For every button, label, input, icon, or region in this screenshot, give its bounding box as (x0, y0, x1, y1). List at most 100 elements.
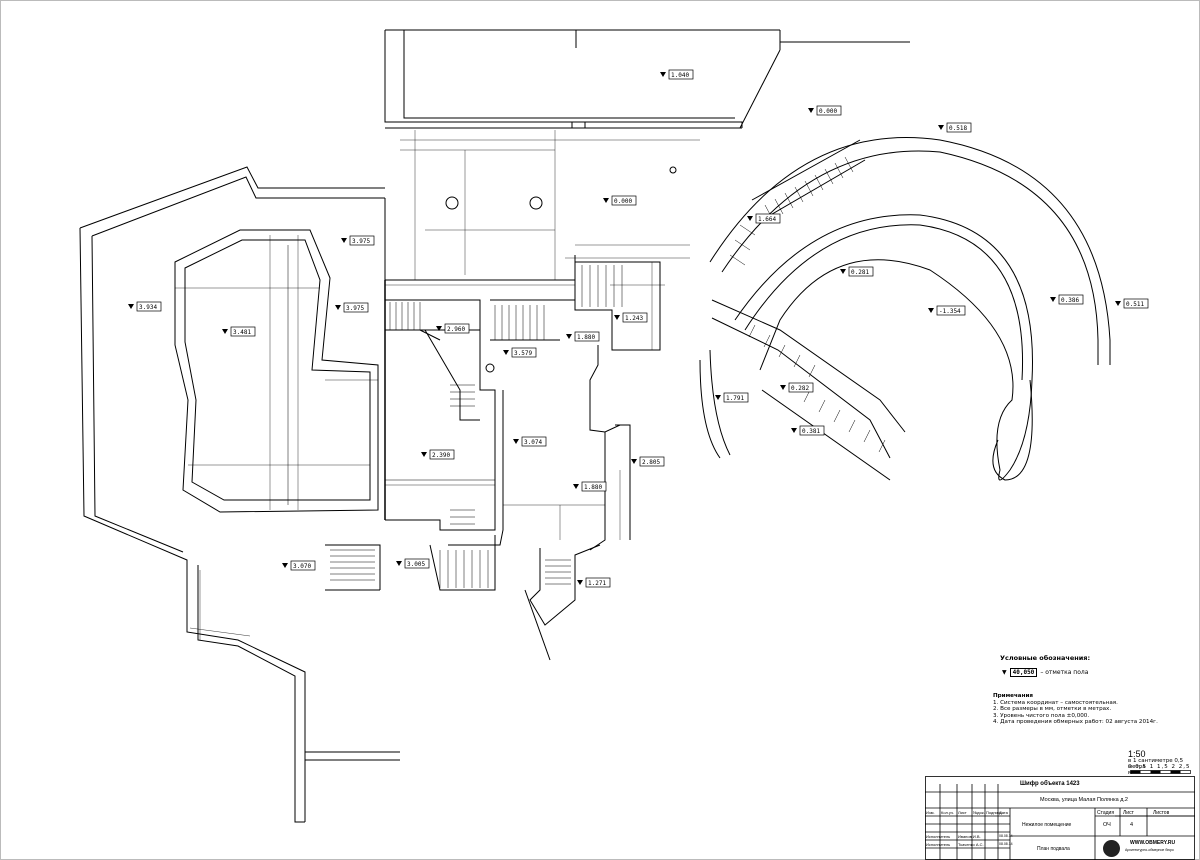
level-triangle-icon (631, 459, 637, 464)
scale-ratio: 1:50 (1128, 749, 1146, 759)
level-triangle-icon (715, 395, 721, 400)
role-2: Исполнитель (926, 842, 951, 847)
person-2: Ткаченко А.С. (958, 842, 984, 847)
level-triangle-icon (282, 563, 288, 568)
level-triangle-icon: ▼ (1002, 669, 1007, 676)
level-value: 3.005 (407, 561, 425, 568)
level-marker: 3.579 (503, 347, 537, 358)
level-value: 1.880 (577, 334, 595, 341)
level-marker: 1.040 (660, 69, 694, 80)
level-value: 2.805 (642, 459, 660, 466)
level-value: 0.518 (949, 125, 967, 132)
level-value: 0.381 (802, 428, 820, 435)
level-marker: 1.791 (715, 392, 749, 403)
inner-arc (734, 214, 1033, 481)
outer-wall-left (79, 166, 400, 823)
level-marker: 1.243 (614, 312, 648, 323)
level-triangle-icon (577, 580, 583, 585)
level-marker: 3.975 (341, 235, 375, 246)
level-marker: 3.975 (335, 302, 369, 313)
scale-ticks: 0 0,5 1 1,5 2 2,5 м (1128, 764, 1191, 776)
level-marker: 1.880 (573, 481, 607, 492)
level-value: 0.386 (1061, 297, 1079, 304)
level-marker: -1.354 (928, 305, 966, 316)
level-triangle-icon (503, 350, 509, 355)
person-1: Иванов И.В. (958, 834, 981, 839)
level-value: -1.354 (939, 308, 961, 315)
level-triangle-icon (513, 439, 519, 444)
notes: Примечания 1. Система координат – самост… (993, 693, 1193, 726)
level-marker: 0.511 (1115, 298, 1149, 309)
level-marker: 0.281 (840, 266, 874, 277)
level-triangle-icon (1115, 301, 1121, 306)
level-value: 2.390 (432, 452, 450, 459)
org: Архитектурно-обмерное бюро (1125, 848, 1174, 852)
level-marker: 3.005 (396, 558, 430, 569)
level-marker: 0.381 (791, 425, 825, 436)
sheet-title: План подвала (1037, 846, 1070, 852)
level-triangle-icon (840, 269, 846, 274)
level-marker: 0.386 (1050, 294, 1084, 305)
notes-title: Примечания (993, 693, 1033, 699)
stage-value: ОЧ (1103, 822, 1111, 828)
level-marker: 3.070 (282, 560, 316, 571)
legend: Условные обозначения: ▼ 40,050 – отметка… (1000, 655, 1190, 677)
level-markers: 1.040 0.000 0.000 0.518 3.975 3.934 3.481 3.975… (128, 69, 1149, 588)
hdr-date: Дата (999, 810, 1008, 815)
level-value: 1.040 (671, 72, 689, 79)
level-value: 0.282 (791, 385, 809, 392)
note-item: 1. Система координат – самостоятельная. (993, 699, 1118, 706)
level-triangle-icon (780, 385, 786, 390)
level-value: 3.934 (139, 304, 157, 311)
level-marker: 3.934 (128, 301, 162, 312)
level-triangle-icon (128, 304, 134, 309)
level-triangle-icon (396, 561, 402, 566)
level-value: 3.074 (524, 439, 542, 446)
date-1: 08.08.14 (999, 834, 1013, 838)
scale-desc: в 1 сантиметре 0,5 метра (1128, 758, 1184, 770)
project-code: Шифр объекта 1423 (1020, 781, 1080, 787)
level-value: 3.975 (352, 238, 370, 245)
title-block-grid (925, 776, 1195, 860)
level-marker: 3.481 (222, 326, 256, 337)
level-triangle-icon (614, 315, 620, 320)
level-triangle-icon (421, 452, 427, 457)
legend-symbol-value: 40,050 (1009, 668, 1038, 677)
level-triangle-icon (660, 72, 666, 77)
level-value: 3.070 (293, 563, 311, 570)
note-item: 3. Уровень чистого пола ±0,000. (993, 712, 1090, 719)
legend-symbol-desc: – отметка пола (1040, 669, 1089, 676)
north-arc (709, 137, 1111, 365)
level-triangle-icon (808, 108, 814, 113)
level-triangle-icon (566, 334, 572, 339)
hdr-list: Лист (958, 810, 967, 815)
level-value: 1.243 (625, 315, 643, 322)
title-block: Шифр объекта 1423 Москва, улица Малая По… (925, 776, 1195, 860)
level-marker: 2.805 (631, 456, 665, 467)
sheet-header: Лист (1123, 810, 1134, 816)
level-value: 3.579 (514, 350, 532, 357)
level-triangle-icon (603, 198, 609, 203)
level-triangle-icon (222, 329, 228, 334)
date-2: 08.08.14 (999, 842, 1013, 846)
level-value: 0.000 (614, 198, 632, 205)
level-value: 2.960 (447, 326, 465, 333)
level-value: 0.000 (819, 108, 837, 115)
middle-room (574, 255, 661, 551)
hdr-izm: Изм. (926, 810, 935, 815)
level-marker: 1.271 (577, 577, 611, 588)
level-triangle-icon (791, 428, 797, 433)
level-triangle-icon (573, 484, 579, 489)
top-corridor (384, 29, 910, 129)
scale-bar (1130, 770, 1191, 774)
level-value: 3.975 (346, 305, 364, 312)
level-value: 1.664 (758, 216, 776, 223)
legend-title: Условные обозначения: (1000, 654, 1091, 662)
level-marker: 0.000 (808, 105, 842, 116)
bottom-stairs (325, 535, 601, 661)
level-triangle-icon (928, 308, 934, 313)
level-marker: 3.074 (513, 436, 547, 447)
level-value: 3.481 (233, 329, 251, 336)
